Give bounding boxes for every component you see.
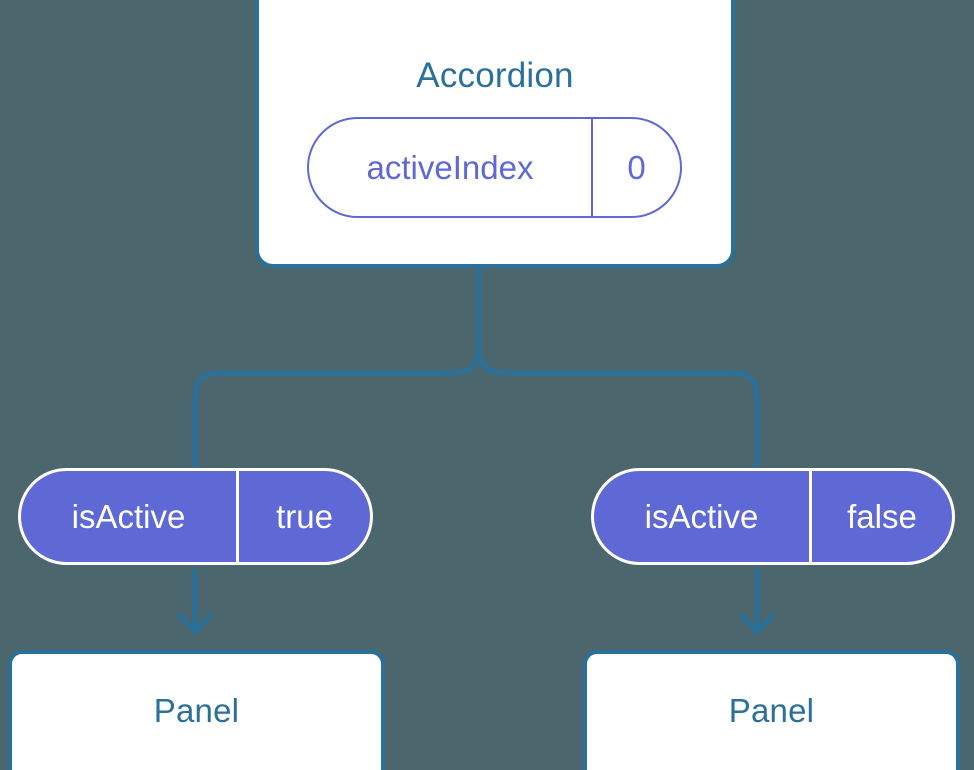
child-prop-key-right: isActive — [644, 498, 759, 535]
connector-fork-right — [476, 342, 760, 471]
panel-title-left: Panel — [153, 692, 240, 729]
connector-fork-left — [192, 342, 482, 471]
accordion-title: Accordion — [416, 56, 574, 95]
child-prop-pill-left[interactable]: isActive true — [18, 468, 373, 565]
accordion-state-key: activeIndex — [366, 149, 534, 186]
accordion-state-pill[interactable]: activeIndex 0 — [307, 117, 682, 218]
arrow-right-head-icon — [739, 613, 775, 635]
panel-card-right[interactable]: Panel — [583, 650, 960, 770]
panel-title-right: Panel — [728, 692, 815, 729]
accordion-state-value: 0 — [591, 119, 680, 216]
child-prop-value-left: true — [236, 471, 370, 562]
child-prop-value-right: false — [809, 471, 952, 562]
child-prop-key-left: isActive — [71, 498, 186, 535]
arrow-left-head-icon — [177, 613, 213, 635]
child-prop-pill-right[interactable]: isActive false — [591, 468, 955, 565]
panel-card-left[interactable]: Panel — [8, 650, 385, 770]
